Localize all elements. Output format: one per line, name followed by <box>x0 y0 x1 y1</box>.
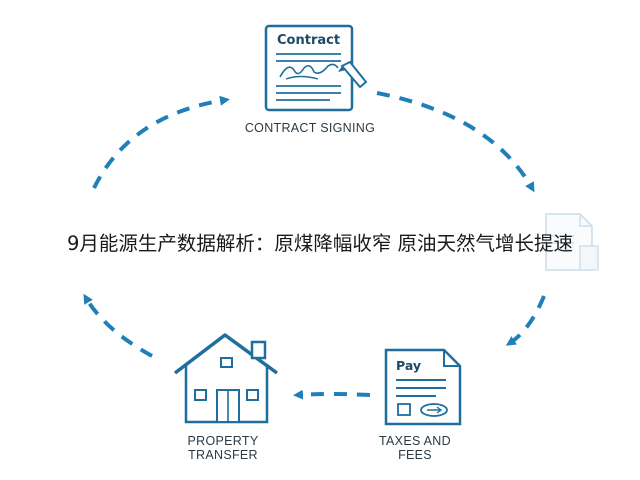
pay-doc-title: Pay <box>396 358 421 373</box>
property-transfer-label: PROPERTY TRANSFER <box>168 434 278 462</box>
contract-signing-label: CONTRACT SIGNING <box>200 121 420 135</box>
contract-signing-label-text: CONTRACT SIGNING <box>244 121 376 135</box>
faded-document-icon <box>545 213 599 271</box>
payment-document-icon: Pay <box>384 348 462 426</box>
contract-doc-title: Contract <box>277 33 340 48</box>
cycle-arrow-contract-to-right <box>376 91 535 193</box>
taxes-label-line-2: FEES <box>398 448 432 462</box>
property-label-line-1: PROPERTY <box>187 434 259 448</box>
cycle-arrow-pay-to-house <box>293 389 371 400</box>
cycle-arrow-to-contract <box>92 95 230 189</box>
contract-document-icon: Contract <box>264 24 368 112</box>
cycle-arrow-right-to-pay <box>505 295 546 346</box>
pen-icon <box>338 60 368 89</box>
house-icon <box>173 333 279 424</box>
taxes-and-fees-label: TAXES AND FEES <box>360 434 470 462</box>
cycle-arrow-house-to-left <box>83 293 153 358</box>
taxes-label-line-1: TAXES AND <box>379 434 451 448</box>
property-label-line-2: TRANSFER <box>188 448 258 462</box>
headline-caption: 9月能源生产数据解析：原煤降幅收窄 原油天然气增长提速 <box>66 232 574 255</box>
